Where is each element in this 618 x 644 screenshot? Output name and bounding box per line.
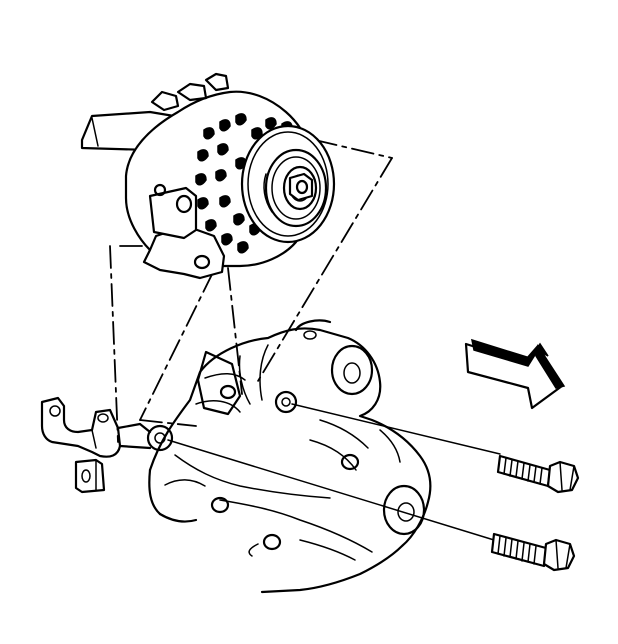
bolt-icon <box>490 532 576 572</box>
upper-bolt <box>274 390 580 494</box>
bracket-icon <box>40 396 122 458</box>
bracket-link <box>116 350 242 450</box>
direction-arrow-icon <box>464 338 566 410</box>
bolt-icon <box>496 454 580 494</box>
pulley-icon <box>263 148 328 228</box>
engine-block-icon <box>148 319 432 594</box>
vent-slots <box>195 113 293 254</box>
generator-icon <box>80 72 336 280</box>
lower-bolt <box>146 424 576 572</box>
spacer-icon <box>74 458 106 494</box>
